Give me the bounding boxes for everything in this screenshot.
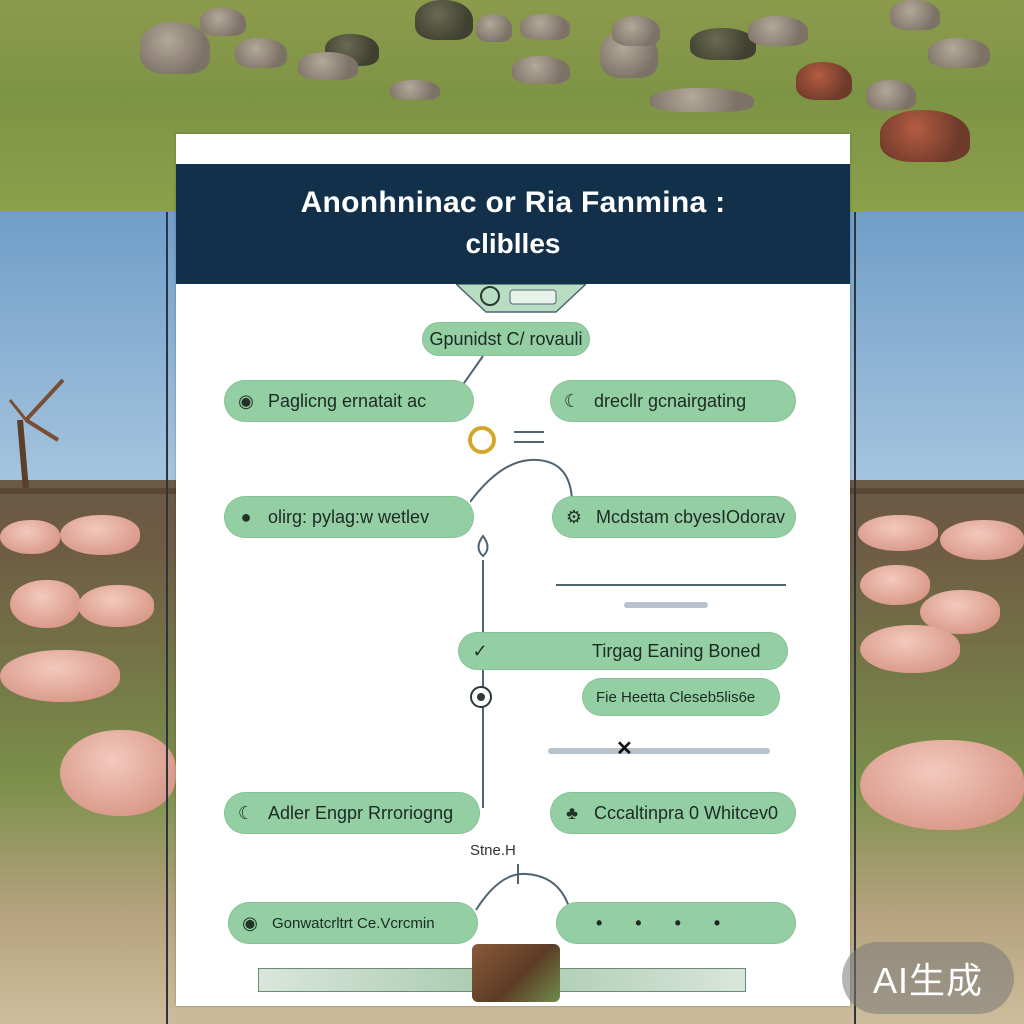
frame-line-right bbox=[854, 212, 856, 1024]
flow-node-row1-right-label: drecllr gcnairgating bbox=[594, 391, 796, 412]
funnel-connector bbox=[456, 284, 586, 314]
pig bbox=[0, 650, 120, 702]
flow-node-row4-left: ◉ Gonwatcrltrt Ce.Vcrcmin bbox=[228, 902, 478, 944]
flow-bar-1: ✓ Tirgag Eaning Boned bbox=[458, 632, 788, 670]
pig bbox=[60, 730, 176, 816]
pig bbox=[60, 515, 140, 555]
small-label: Stne.H bbox=[470, 842, 516, 859]
title-line-1: Anonhninac or Ria Fanmina : bbox=[176, 186, 850, 220]
pig bbox=[860, 740, 1024, 830]
check-icon: ✓ bbox=[466, 637, 494, 665]
leaf-icon: ☾ bbox=[558, 387, 586, 415]
pig bbox=[860, 565, 930, 605]
rock bbox=[476, 14, 512, 42]
flow-node-row2-right-label: Mcdstam cbyesIOdorav bbox=[596, 507, 796, 528]
ai-generated-badge: AI生成 bbox=[842, 942, 1014, 1014]
divider-line bbox=[556, 584, 786, 586]
rock bbox=[650, 88, 754, 112]
progress-bar-long bbox=[548, 748, 770, 754]
rock bbox=[880, 110, 970, 162]
pig bbox=[858, 515, 938, 551]
rock bbox=[520, 14, 570, 40]
globe-icon: ◉ bbox=[232, 387, 260, 415]
flow-node-row2-right: ⚙ Mcdstam cbyesIOdorav bbox=[552, 496, 796, 538]
sky-right bbox=[850, 212, 1024, 494]
drop-icon bbox=[472, 534, 494, 560]
flow-bar-2-label: Fie Heetta Cleseb5lis6e bbox=[582, 689, 780, 706]
leaf-icon: ☾ bbox=[232, 799, 260, 827]
globe-icon: ◉ bbox=[236, 909, 264, 937]
rock bbox=[298, 52, 358, 80]
plant-icon: ♣ bbox=[558, 799, 586, 827]
rock bbox=[512, 56, 570, 84]
infographic-card: Anonhninac or Ria Fanmina : cliblles Gpu… bbox=[176, 134, 850, 1006]
flow-node-row1-left-label: Paglicng ernatait ac bbox=[268, 391, 474, 412]
rock bbox=[690, 28, 756, 60]
flow-node-top-label: Gpunidst C/ rovauli bbox=[422, 329, 590, 350]
flow-node-row3-right: ♣ Cccaltinpra 0 Whitcev0 bbox=[550, 792, 796, 834]
flow-node-row3-right-label: Cccaltinpra 0 Whitcev0 bbox=[594, 803, 796, 824]
infographic-header: Anonhninac or Ria Fanmina : cliblles bbox=[176, 164, 850, 284]
pig bbox=[860, 625, 960, 673]
pig bbox=[0, 520, 60, 554]
windmill-icon bbox=[8, 360, 68, 490]
flow-node-top: Gpunidst C/ rovauli bbox=[422, 322, 590, 356]
close-icon: ✕ bbox=[616, 736, 633, 761]
pig bbox=[78, 585, 154, 627]
clock-icon: ● bbox=[232, 503, 260, 531]
flow-node-row3-left-label: Adler Engpr Rrroriogng bbox=[268, 803, 480, 824]
rock bbox=[390, 80, 440, 100]
rock bbox=[200, 8, 246, 36]
wrench-icon: ⚙ bbox=[560, 503, 588, 531]
flow-node-row1-left: ◉ Paglicng ernatait ac bbox=[224, 380, 474, 422]
frame-line-left bbox=[166, 212, 168, 1024]
rock bbox=[140, 22, 210, 74]
flow-bar-1-label: Tirgag Eaning Boned bbox=[502, 641, 788, 662]
rock bbox=[866, 80, 916, 110]
gauge-icon bbox=[468, 684, 494, 710]
rock bbox=[928, 38, 990, 68]
soil-block-image bbox=[472, 944, 560, 1002]
flow-node-row2-left: ● olirg: pylag:w wetlev bbox=[224, 496, 474, 538]
flow-node-row1-right: ☾ drecllr gcnairgating bbox=[550, 380, 796, 422]
rock bbox=[748, 16, 808, 46]
rock bbox=[612, 16, 660, 46]
title-line-2: cliblles bbox=[176, 228, 850, 260]
fence-rail bbox=[0, 488, 176, 494]
flow-node-row3-left: ☾ Adler Engpr Rrroriogng bbox=[224, 792, 480, 834]
rock bbox=[796, 62, 852, 100]
rock bbox=[235, 38, 287, 68]
pig bbox=[940, 520, 1024, 560]
fence-rail bbox=[850, 488, 1024, 494]
branch-connector bbox=[470, 864, 580, 912]
flow-node-row4-left-label: Gonwatcrltrt Ce.Vcrcmin bbox=[272, 915, 478, 932]
progress-bar-small bbox=[624, 602, 708, 608]
rock bbox=[415, 0, 473, 40]
flow-node-row4-right-dots: • • • • bbox=[556, 913, 796, 934]
pig bbox=[10, 580, 80, 628]
rock bbox=[890, 0, 940, 30]
flow-node-row2-left-label: olirg: pylag:w wetlev bbox=[268, 507, 474, 528]
flow-bar-2: Fie Heetta Cleseb5lis6e bbox=[582, 678, 780, 716]
flow-node-row4-right: • • • • bbox=[556, 902, 796, 944]
